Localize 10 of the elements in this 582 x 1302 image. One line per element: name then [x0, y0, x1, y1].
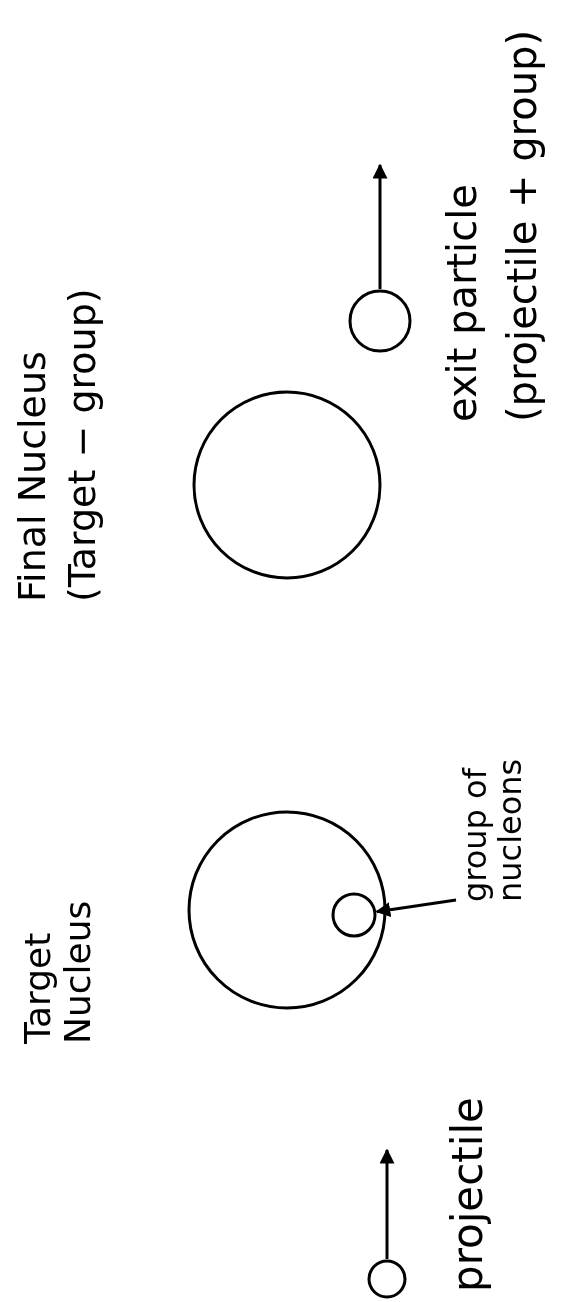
leader-line — [375, 898, 457, 918]
arrow — [379, 1148, 395, 1259]
nucleus-label: Target Nucleus — [18, 899, 98, 1044]
nucleus-label: Final Nucleus — [12, 350, 54, 602]
nucleus-label: (Target − group) — [62, 287, 104, 602]
particle-label: (projectile + group) — [500, 29, 544, 422]
arrow — [372, 163, 388, 289]
particle-label: exit particle — [440, 183, 484, 422]
particle-label: projectile — [445, 1096, 492, 1292]
callout-text: group of nucleons — [458, 732, 529, 902]
